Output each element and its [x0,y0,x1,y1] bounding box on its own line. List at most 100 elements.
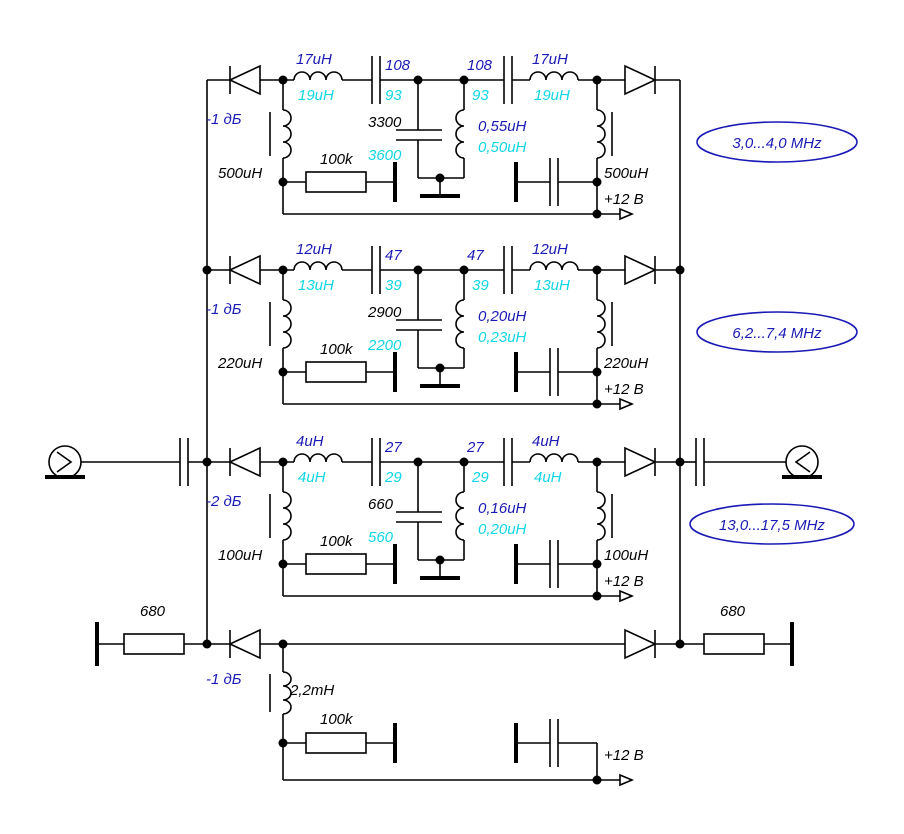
series-cap-left-label: 108 [385,57,411,74]
choke-right-label: 220uH [603,355,648,372]
diode-right [624,446,657,478]
choke-left-label: 100uH [218,547,262,564]
series-cap-left-label: 27 [384,439,402,456]
diode-right [624,64,657,96]
series-cap-right-alt-label: 93 [472,87,489,104]
freq-ellipse [696,121,858,163]
series-cap-left-alt-label: 39 [385,277,402,294]
supply-label: +12 B [604,191,644,208]
supply-arrow [619,397,635,411]
bypass-atten-label: -1 дБ [206,671,242,688]
shunt-inductor-alt-label: 0,23uH [478,329,527,346]
series-inductor-right [529,453,579,463]
choke-left [282,299,292,349]
series-cap-left-label: 47 [385,247,402,264]
series-cap-left-alt-label: 93 [385,87,402,104]
freq-label: 3,0...4,0 MHz [732,135,822,152]
series-inductor-right-alt-label: 19uH [534,87,570,104]
shunt-cap-label: 3300 [368,114,402,131]
freq-label: 6,2...7,4 MHz [732,325,822,342]
series-inductor-left-alt-label: 4uH [298,469,326,486]
resistor-100k-bypass [305,732,367,754]
bypass-path: 680 680 -1 дБ 2,2mH 100k [95,603,794,787]
choke-right-label: 100uH [604,547,648,564]
freq-label: 13,0...17,5 MHz [719,517,825,534]
resistor-100k [305,553,367,575]
series-inductor-left-label: 12uH [296,241,332,258]
series-inductor-left-label: 17uH [296,51,332,68]
choke-right [596,491,606,541]
choke-left-label: 500uH [218,165,262,182]
series-cap-right-label: 27 [466,439,484,456]
supply-label: +12 B [604,573,644,590]
resistor-label: 100k [320,151,354,168]
shunt-cap-label: 660 [368,496,394,513]
shunt-inductor [455,491,465,541]
series-inductor-right [529,261,579,271]
series-inductor-right-label: 4uH [532,433,560,450]
shunt-inductor-label: 0,55uH [478,118,527,135]
shunt-cap-alt-label: 560 [368,529,394,546]
shunt-cap-alt-label: 3600 [368,147,402,164]
choke-right [596,299,606,349]
series-inductor-left-alt-label: 19uH [298,87,334,104]
series-inductor-right-label: 17uH [532,51,568,68]
resistor-680-left [123,633,185,655]
diode-bypass-right [624,628,657,660]
band-2: 12uH 13uH 47 39 47 39 12uH 13uH -1 дБ 2900 2200 0,2… [202,241,858,411]
freq-ellipse [689,503,855,545]
resistor-label: 100k [320,341,354,358]
resistor-100k [305,171,367,193]
choke-left [282,109,292,159]
bypass-choke-label: 2,2mH [289,682,334,699]
supply-label: +12 B [604,381,644,398]
bypass-resistor-label: 100k [320,711,354,728]
series-inductor-left [293,453,343,463]
supply-arrow [619,589,635,603]
series-inductor-left-alt-label: 13uH [298,277,334,294]
shunt-inductor-alt-label: 0,50uH [478,139,527,156]
resistor-label: 100k [320,533,354,550]
series-inductor-left-label: 4uH [296,433,324,450]
atten-label: -2 дБ [206,493,242,510]
shunt-inductor [455,299,465,349]
series-cap-right-label: 47 [467,247,484,264]
series-inductor-right-label: 12uH [532,241,568,258]
shunt-inductor-alt-label: 0,20uH [478,521,527,538]
resistor-100k [305,361,367,383]
shunt-cap-alt-label: 2200 [367,337,402,354]
r-left-label: 680 [140,603,166,620]
freq-ellipse [696,311,858,353]
series-inductor-right-alt-label: 13uH [534,277,570,294]
choke-right-label: 500uH [604,165,648,182]
shunt-cap-label: 2900 [367,304,402,321]
band-1: 17uH 19uH 108 93 108 93 17uH 19uH -1 дБ 3300 3600 0… [206,51,858,221]
shunt-inductor [455,109,465,159]
diode-right [624,254,657,286]
shunt-inductor-label: 0,16uH [478,500,527,517]
choke-left-label: 220uH [217,355,262,372]
filter-bands: 17uH 19uH 108 93 108 93 17uH 19uH -1 дБ 3300 3600 0… [202,51,858,603]
series-cap-right-alt-label: 39 [472,277,489,294]
shunt-inductor-label: 0,20uH [478,308,527,325]
series-cap-right-label: 108 [467,57,493,74]
atten-label: -1 дБ [206,301,242,318]
atten-label: -1 дБ [206,111,242,128]
buses [206,80,681,644]
series-cap-left-alt-label: 29 [384,469,402,486]
resistor-680-right [703,633,765,655]
series-inductor-right [529,71,579,81]
choke-2-2mH [282,671,292,715]
output-port [680,438,822,486]
choke-left [282,491,292,541]
bypass-supply-label: +12 B [604,747,644,764]
series-inductor-left [293,261,343,271]
r-right-label: 680 [720,603,746,620]
series-inductor-left [293,71,343,81]
series-cap-right-alt-label: 29 [471,469,489,486]
supply-arrow [619,207,635,221]
supply-arrow-bypass [619,773,635,787]
